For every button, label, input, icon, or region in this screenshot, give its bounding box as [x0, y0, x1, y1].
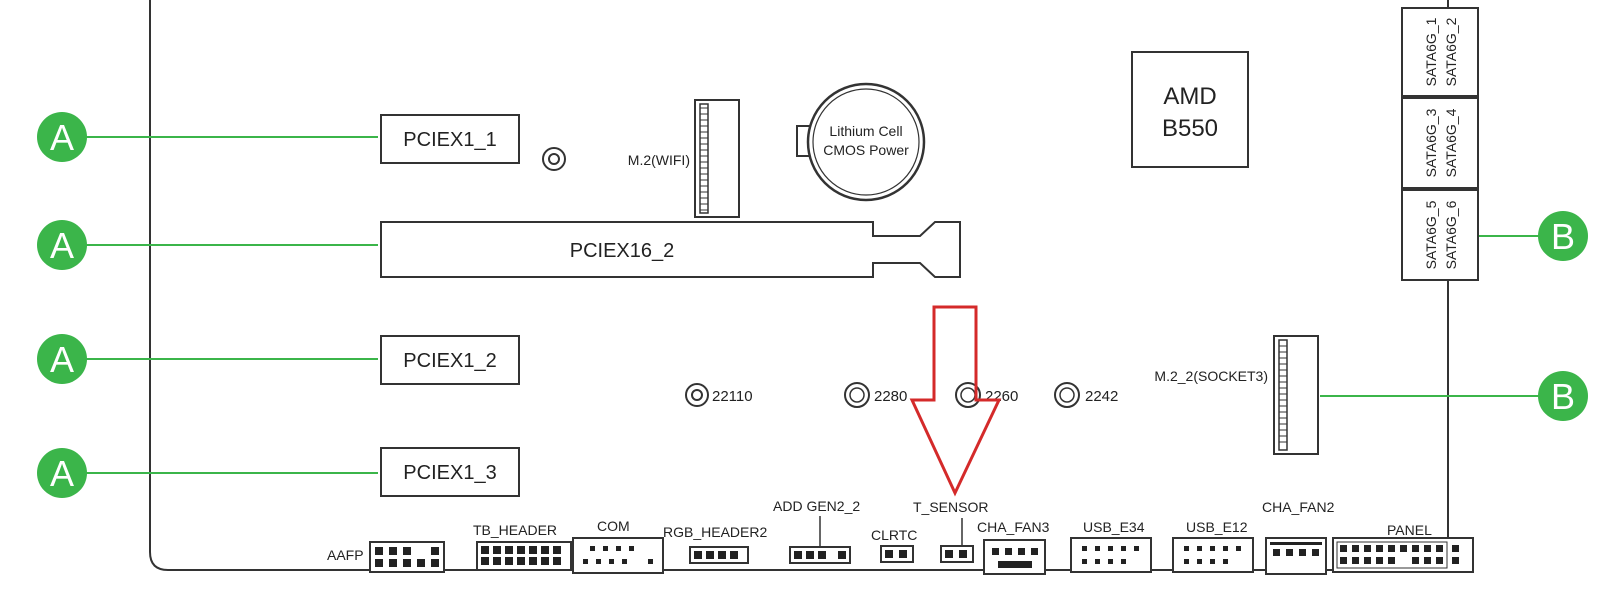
- sata-port-label: SATA6G_6: [1443, 200, 1459, 269]
- standoff-2260: 2260: [955, 382, 1018, 408]
- mount-hole: [542, 147, 566, 171]
- sata-port-label: SATA6G_4: [1443, 108, 1459, 177]
- m2-socket3-label: M.2_2(SOCKET3): [1154, 368, 1268, 384]
- board-outline: [149, 0, 1449, 571]
- header-com: [572, 537, 664, 574]
- standoff-label: 2242: [1085, 388, 1118, 405]
- sata-ports: SATA6G_1 SATA6G_2 SATA6G_3 SATA6G_4 SATA…: [1401, 7, 1479, 281]
- header-label-aafp: AAFP: [327, 547, 364, 563]
- callout-b-letter: B: [1551, 376, 1575, 417]
- header-label-chafan3: CHA_FAN3: [977, 519, 1050, 535]
- standoff-label: 2260: [985, 388, 1018, 405]
- m2-wifi-slot: M.2(WIFI): [628, 99, 740, 218]
- callout-a-letter: A: [50, 453, 74, 494]
- sata-port-label: SATA6G_2: [1443, 17, 1459, 86]
- header-aafp: [369, 541, 445, 573]
- slot-pciex1-2: PCIEX1_2: [380, 335, 520, 385]
- standoff-label: 2280: [874, 388, 907, 405]
- slot-label: PCIEX16_2: [570, 240, 675, 262]
- header-label-rgb2: RGB_HEADER2: [663, 524, 767, 540]
- header-addgen2: [789, 516, 851, 564]
- slot-label: PCIEX1_2: [403, 350, 496, 372]
- standoff-2280: 2280: [844, 382, 907, 408]
- chipset-amd-b550: AMD B550: [1131, 51, 1249, 168]
- callout-b-m2: B: [1320, 371, 1588, 421]
- slot-label: PCIEX1_1: [403, 129, 496, 151]
- header-label-usbe12: USB_E12: [1186, 519, 1248, 535]
- cmos-battery: Lithium Cell CMOS Power: [796, 82, 926, 202]
- callout-a-letter: A: [50, 117, 74, 158]
- header-label-tb: TB_HEADER: [473, 522, 557, 538]
- header-panel: [1332, 537, 1474, 573]
- callout-a-1: A: [37, 112, 378, 162]
- highlight-arrow: [909, 305, 1002, 497]
- header-tb: [476, 541, 572, 571]
- header-usbe12: [1172, 537, 1254, 573]
- slot-pciex1-3: PCIEX1_3: [380, 447, 520, 497]
- sata-port-label: SATA6G_5: [1423, 200, 1439, 269]
- battery-line2: CMOS Power: [823, 142, 909, 158]
- callout-b-letter: B: [1551, 216, 1575, 257]
- header-rgb2: [689, 546, 749, 564]
- sata-port-label: SATA6G_1: [1423, 17, 1439, 86]
- header-label-panel: PANEL: [1387, 522, 1432, 538]
- mount-hole-inner: [548, 153, 560, 165]
- m2-wifi-label: M.2(WIFI): [628, 152, 690, 168]
- callout-a-3: A: [37, 334, 378, 384]
- callout-a-2: A: [37, 220, 378, 270]
- standoff-2242: 2242: [1054, 382, 1118, 408]
- header-label-addgen2: ADD GEN2_2: [773, 498, 860, 514]
- header-label-chafan2: CHA_FAN2: [1262, 499, 1335, 515]
- callout-a-letter: A: [50, 225, 74, 266]
- callout-a-4: A: [37, 448, 378, 498]
- header-label-com: COM: [597, 518, 630, 534]
- chipset-line2: B550: [1162, 115, 1218, 142]
- callout-a-letter: A: [50, 339, 74, 380]
- header-label-usbe34: USB_E34: [1083, 519, 1145, 535]
- standoff-label: 22110: [712, 388, 753, 405]
- header-label-tsensor: T_SENSOR: [913, 499, 988, 515]
- header-label-clrtc: CLRTC: [871, 527, 917, 543]
- slot-label: PCIEX1_3: [403, 462, 496, 484]
- slot-pciex1-1: PCIEX1_1: [380, 114, 520, 164]
- chipset-line1: AMD: [1163, 83, 1216, 110]
- m2-socket3-slot: M.2_2(SOCKET3): [1154, 335, 1319, 455]
- slot-pciex16-2: PCIEX16_2: [380, 221, 961, 278]
- sata-port-label: SATA6G_3: [1423, 108, 1439, 177]
- standoff-22110: 22110: [685, 383, 753, 407]
- header-usbe34: [1070, 537, 1152, 573]
- battery-line1: Lithium Cell: [829, 123, 902, 139]
- header-chafan3: [983, 539, 1046, 575]
- header-chafan2: [1265, 537, 1327, 575]
- callout-b-sata: B: [1448, 211, 1588, 261]
- header-clrtc: [880, 545, 914, 563]
- header-tsensor: [940, 545, 974, 563]
